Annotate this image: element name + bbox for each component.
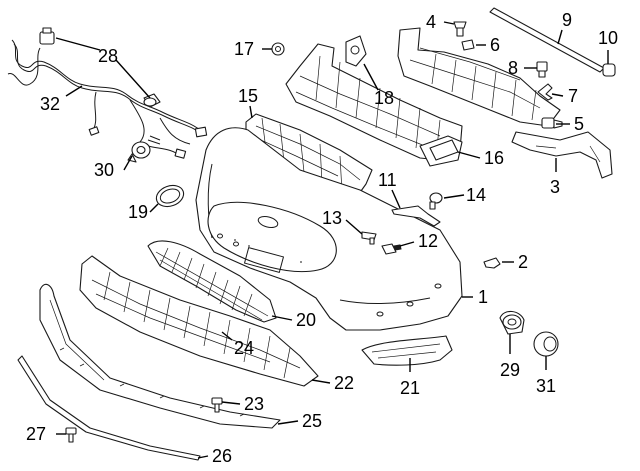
bracket-part-7 xyxy=(537,83,553,101)
callout-22: 22 xyxy=(334,373,354,393)
callout-27: 27 xyxy=(26,424,46,444)
callout-20: 20 xyxy=(296,310,316,330)
screw-part-23 xyxy=(211,397,223,413)
callout-25: 25 xyxy=(302,411,322,431)
callout-4: 4 xyxy=(426,12,436,32)
callout-32: 32 xyxy=(40,94,60,114)
callout-3: 3 xyxy=(550,177,560,197)
clip-part-14 xyxy=(429,192,443,210)
clip-part-2 xyxy=(483,257,501,269)
upper-shield-part-3 xyxy=(397,27,613,179)
callout-9: 9 xyxy=(562,10,572,30)
leader-lines xyxy=(55,21,609,459)
callout-21: 21 xyxy=(400,378,420,398)
bracket-part-11 xyxy=(391,205,441,227)
callout-28: 28 xyxy=(98,46,118,66)
callout-15: 15 xyxy=(238,86,258,106)
callout-16: 16 xyxy=(484,148,504,168)
nut-part-6 xyxy=(461,39,475,51)
callout-19: 19 xyxy=(128,202,148,222)
sensor-ring-part-31 xyxy=(533,331,559,357)
callout-31: 31 xyxy=(536,376,556,396)
callout-2: 2 xyxy=(518,252,528,272)
callout-12: 12 xyxy=(418,231,438,251)
callout-23: 23 xyxy=(244,394,264,414)
sensor-part-29 xyxy=(499,310,525,335)
callout-1: 1 xyxy=(478,287,488,307)
bolt-part-8 xyxy=(536,61,548,78)
callout-7: 7 xyxy=(568,86,578,106)
callout-10: 10 xyxy=(598,28,618,48)
clip-part-12 xyxy=(381,243,402,255)
callout-18: 18 xyxy=(374,88,394,108)
round-cover-part-19 xyxy=(155,184,185,208)
lower-lip-part-25 xyxy=(39,283,281,429)
callout-24: 24 xyxy=(234,338,254,358)
sensor-part-30 xyxy=(127,141,151,163)
callout-30: 30 xyxy=(94,160,114,180)
screw-part-27 xyxy=(65,427,77,443)
callout-6: 6 xyxy=(490,35,500,55)
callout-26: 26 xyxy=(212,446,232,466)
nut-part-17 xyxy=(271,42,285,56)
callout-8: 8 xyxy=(508,58,518,78)
bumper-cover-part-1 xyxy=(195,127,463,331)
fog-bezel-part-21 xyxy=(361,335,453,366)
trim-strip-part-26 xyxy=(17,355,201,461)
callout-14: 14 xyxy=(466,185,486,205)
grille-part-20 xyxy=(147,240,277,323)
connector-part-28 xyxy=(39,27,161,108)
clip-part-4 xyxy=(453,21,467,37)
callout-29: 29 xyxy=(500,360,520,380)
callout-17: 17 xyxy=(234,39,254,59)
callout-labels: 1 2 3 4 5 6 7 8 9 10 11 12 13 14 15 16 1… xyxy=(26,10,618,466)
callout-5: 5 xyxy=(574,114,584,134)
callout-11: 11 xyxy=(378,170,397,190)
bolt-part-5 xyxy=(541,117,563,129)
screw-part-13 xyxy=(361,231,377,245)
cap-part-10 xyxy=(602,63,616,77)
callout-13: 13 xyxy=(322,208,342,228)
lower-deflector-part-22 xyxy=(79,255,319,387)
